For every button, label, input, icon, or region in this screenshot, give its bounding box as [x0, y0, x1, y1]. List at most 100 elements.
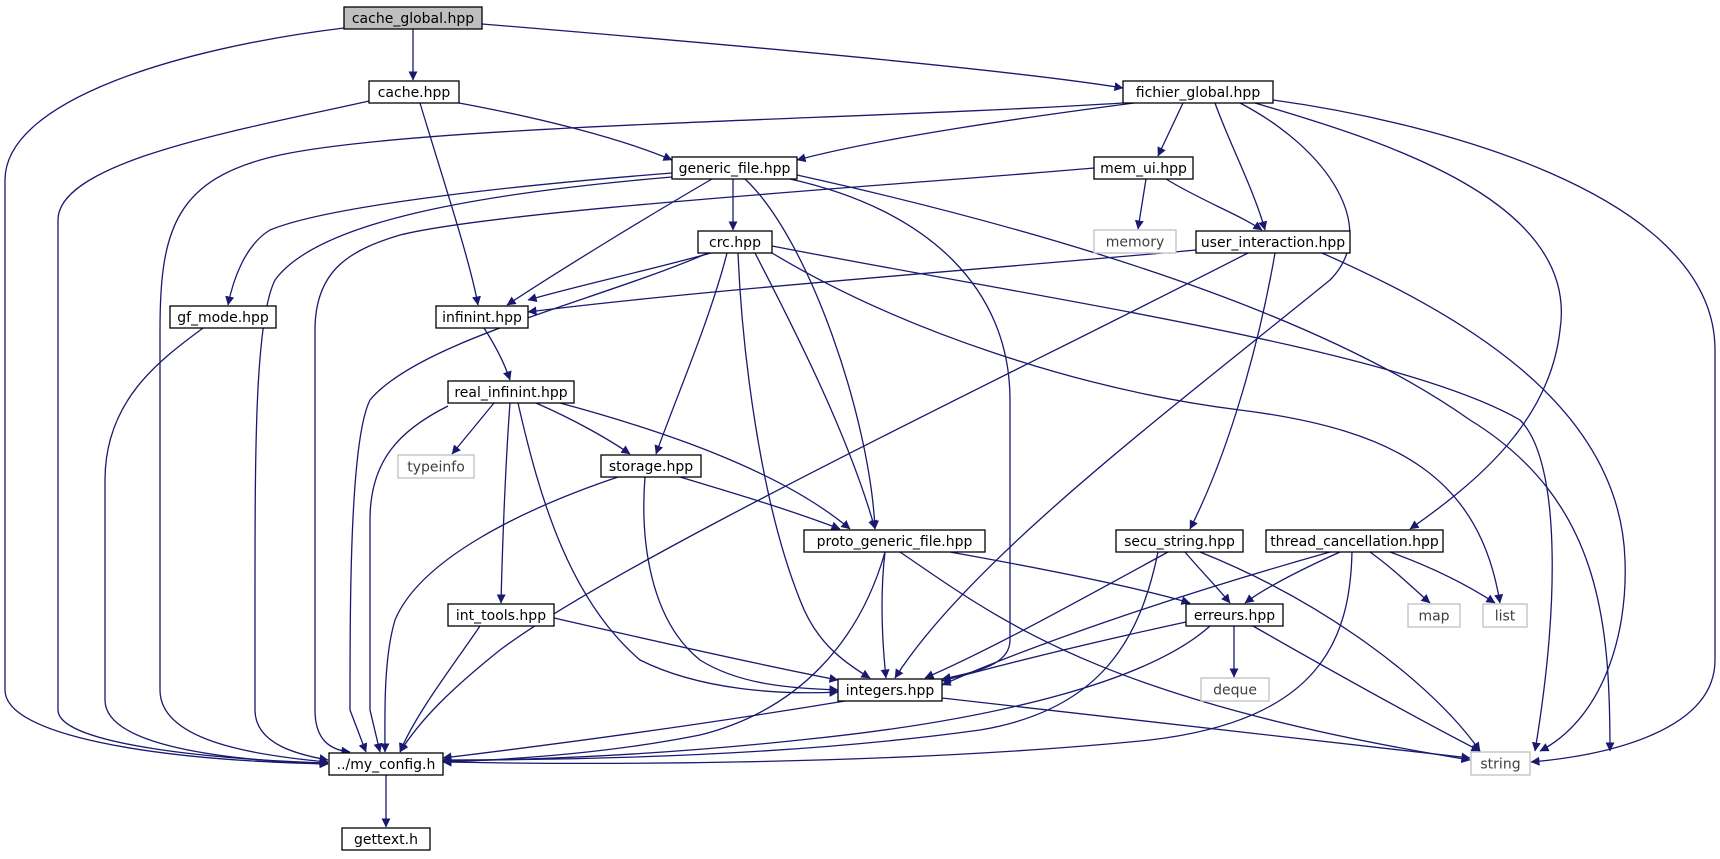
node-label-list: list — [1495, 609, 1516, 625]
node-real_infinint[interactable]: real_infinint.hpp — [447, 380, 575, 404]
edge-secu_string-to-string — [1199, 551, 1481, 752]
edge-user_interaction-to-string — [1321, 252, 1626, 752]
edge-real_infinint-to-proto_generic_file — [559, 402, 851, 530]
edge-fichier_global-to-thread_cancellation — [1254, 102, 1563, 530]
edge-proto_generic_file-to-string — [899, 551, 1471, 764]
edge-crc-to-storage — [654, 252, 728, 455]
node-cache_global[interactable]: cache_global.hpp — [343, 6, 483, 30]
node-typeinfo: typeinfo — [397, 454, 475, 479]
edge-mem_ui-to-my_config — [314, 167, 1095, 756]
edge-fichier_global-to-generic_file — [796, 102, 1135, 163]
node-string: string — [1470, 751, 1531, 776]
node-label-gettext: gettext.h — [354, 832, 418, 848]
edge-user_interaction-to-my_config — [399, 252, 1249, 753]
node-box-fichier_global — [1122, 80, 1274, 104]
edge-integers-to-my_config — [442, 700, 846, 762]
edge-proto_generic_file-to-my_config — [442, 551, 886, 767]
node-generic_file[interactable]: generic_file.hpp — [671, 156, 798, 180]
node-label-map: map — [1418, 609, 1449, 625]
node-label-gf_mode: gf_mode.hpp — [177, 310, 269, 326]
node-box-deque — [1200, 677, 1270, 702]
node-box-memory — [1093, 229, 1177, 254]
edge-gf_mode-to-my_config — [104, 327, 329, 769]
edge-user_interaction-to-infinint — [527, 249, 1197, 316]
node-box-thread_cancellation — [1265, 529, 1444, 553]
edge-fichier_global-to-my_config — [159, 102, 1124, 766]
node-box-storage — [600, 454, 702, 478]
edge-generic_file-to-gf_mode — [225, 172, 673, 306]
node-label-cache_global: cache_global.hpp — [352, 11, 474, 27]
edge-generic_file-to-proto_generic_file — [744, 178, 880, 530]
node-label-typeinfo: typeinfo — [407, 460, 465, 476]
edge-thread_cancellation-to-integers — [941, 551, 1331, 686]
edge-int_tools-to-integers — [553, 617, 839, 683]
node-mem_ui[interactable]: mem_ui.hpp — [1093, 156, 1194, 180]
node-box-string — [1470, 751, 1531, 776]
edge-secu_string-to-my_config — [442, 551, 1159, 765]
edge-cache_global-to-fichier_global — [481, 23, 1124, 92]
node-box-mem_ui — [1093, 156, 1194, 180]
node-box-user_interaction — [1195, 230, 1351, 254]
node-thread_cancellation[interactable]: thread_cancellation.hpp — [1265, 529, 1444, 553]
edge-crc-to-list — [771, 252, 1504, 604]
node-box-cache — [368, 80, 460, 104]
node-label-real_infinint: real_infinint.hpp — [454, 385, 567, 401]
node-gf_mode[interactable]: gf_mode.hpp — [169, 305, 277, 329]
node-infinint[interactable]: infinint.hpp — [435, 305, 529, 329]
node-box-list — [1482, 603, 1528, 628]
node-label-cache: cache.hpp — [378, 85, 451, 101]
node-storage[interactable]: storage.hpp — [600, 454, 702, 478]
node-label-generic_file: generic_file.hpp — [679, 161, 791, 177]
node-label-secu_string: secu_string.hpp — [1124, 534, 1235, 550]
edge-real_infinint-to-int_tools — [496, 402, 511, 604]
edge-secu_string-to-integers — [924, 551, 1169, 679]
node-fichier_global[interactable]: fichier_global.hpp — [1122, 80, 1274, 104]
node-my_config[interactable]: ../my_config.h — [328, 752, 444, 776]
node-label-erreurs: erreurs.hpp — [1194, 608, 1275, 624]
edges-layer — [4, 23, 1716, 828]
node-deque: deque — [1200, 677, 1270, 702]
node-cache[interactable]: cache.hpp — [368, 80, 460, 104]
node-box-secu_string — [1115, 529, 1244, 553]
node-integers[interactable]: integers.hpp — [837, 678, 943, 702]
edge-erreurs-to-string — [1252, 625, 1481, 752]
edge-fichier_global-to-mem_ui — [1157, 102, 1184, 157]
node-memory: memory — [1093, 229, 1177, 254]
node-box-typeinfo — [397, 454, 475, 479]
edge-erreurs-to-integers — [941, 621, 1187, 684]
node-box-proto_generic_file — [803, 529, 986, 553]
node-label-integers: integers.hpp — [846, 683, 935, 699]
edge-cache-to-my_config — [57, 100, 370, 768]
node-label-int_tools: int_tools.hpp — [456, 608, 546, 624]
node-proto_generic_file[interactable]: proto_generic_file.hpp — [803, 529, 986, 553]
node-gettext[interactable]: gettext.h — [341, 827, 431, 851]
node-int_tools[interactable]: int_tools.hpp — [447, 603, 555, 627]
edge-crc-to-my_config — [349, 252, 709, 753]
node-label-my_config: ../my_config.h — [337, 757, 436, 773]
edge-int_tools-to-my_config — [399, 625, 481, 753]
edge-storage-to-integers — [643, 476, 839, 695]
node-crc[interactable]: crc.hpp — [697, 230, 773, 254]
node-box-cache_global — [343, 6, 483, 30]
node-box-generic_file — [671, 156, 798, 180]
node-box-int_tools — [447, 603, 555, 627]
edge-cache-to-generic_file — [458, 102, 673, 161]
edge-crc-to-proto_generic_file — [754, 252, 878, 530]
edge-fichier_global-to-integers — [894, 102, 1351, 679]
node-box-my_config — [328, 752, 444, 776]
edge-user_interaction-to-secu_string — [1189, 252, 1276, 530]
edge-real_infinint-to-my_config — [369, 405, 449, 753]
node-label-deque: deque — [1213, 683, 1257, 699]
node-label-memory: memory — [1106, 235, 1165, 251]
edge-generic_file-to-my_config — [254, 176, 673, 763]
node-secu_string[interactable]: secu_string.hpp — [1115, 529, 1244, 553]
node-user_interaction[interactable]: user_interaction.hpp — [1195, 230, 1351, 254]
edge-infinint-to-real_infinint — [483, 327, 512, 381]
node-erreurs[interactable]: erreurs.hpp — [1185, 603, 1284, 627]
node-box-gf_mode — [169, 305, 277, 329]
edge-generic_file-to-infinint — [506, 178, 713, 306]
node-box-crc — [697, 230, 773, 254]
node-label-fichier_global: fichier_global.hpp — [1136, 85, 1261, 101]
node-list: list — [1482, 603, 1528, 628]
